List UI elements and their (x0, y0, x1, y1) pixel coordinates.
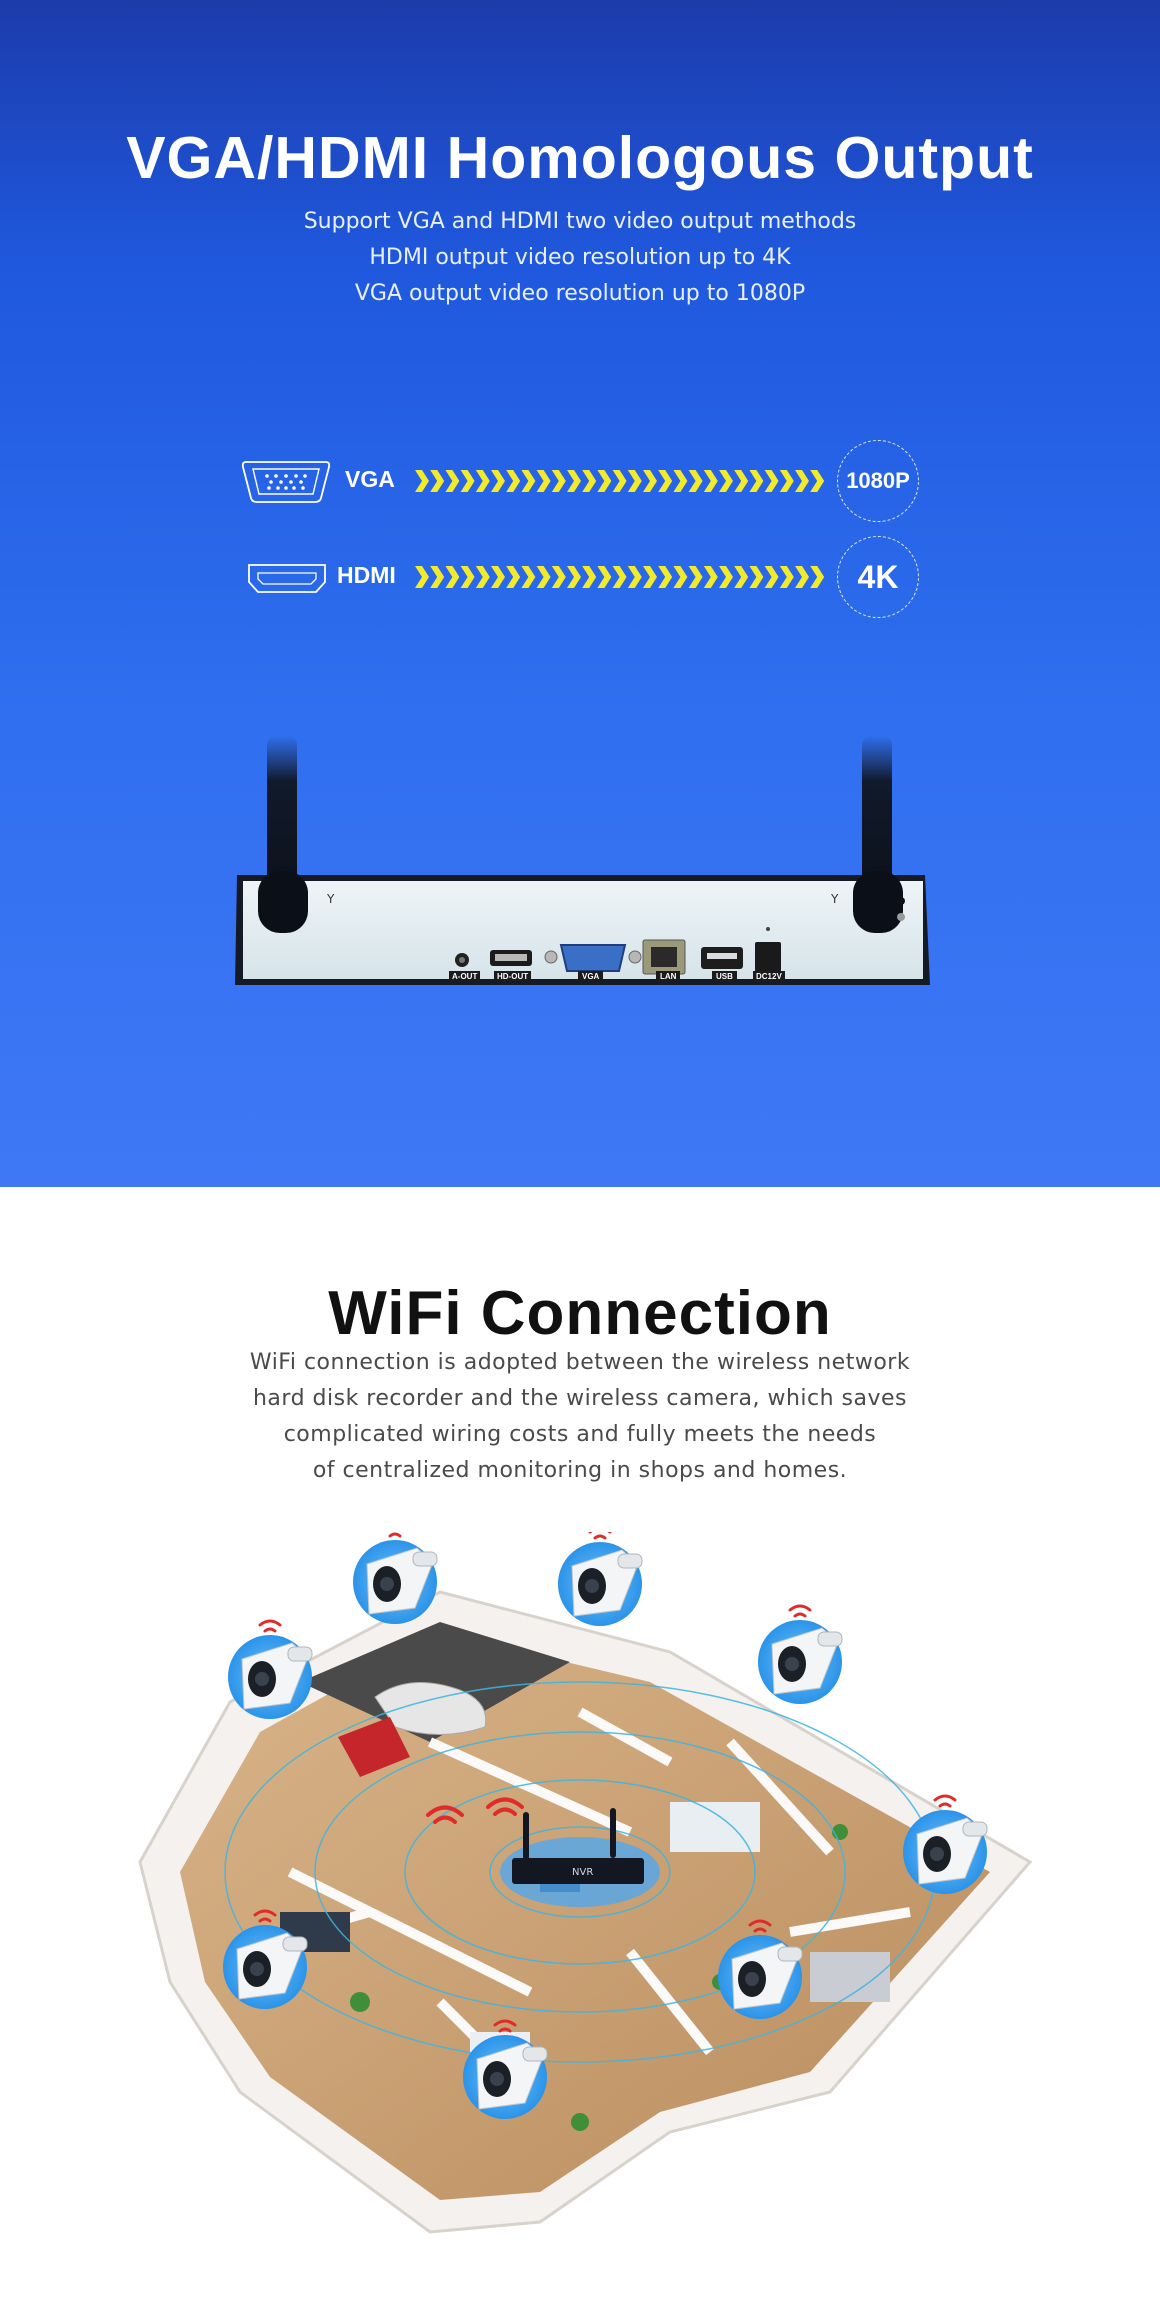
chevron-arrow-icon (627, 470, 642, 492)
chevron-arrow-icon (506, 566, 521, 588)
chevron-arrow-icon (658, 566, 673, 588)
chevron-arrow-icon (673, 470, 688, 492)
chevron-arrow-icon (612, 470, 627, 492)
port-label-vga: VGA (578, 971, 604, 982)
chevron-arrow-icon (415, 470, 429, 492)
chevron-arrow-icon (749, 566, 764, 588)
vga-chevron-arrows (415, 470, 825, 492)
chevron-arrow-icon (643, 566, 657, 588)
hdmi-output-row: HDMI 4K (240, 536, 930, 618)
port-label-dc12v: DC12V (753, 971, 785, 982)
chevron-arrow-icon (612, 566, 627, 588)
chevron-arrow-icon (415, 566, 429, 588)
svg-text:Y: Y (326, 892, 335, 906)
chevron-arrow-icon (506, 470, 521, 492)
vga-resolution-badge: 1080P (837, 440, 919, 522)
chevron-arrow-icon (430, 470, 445, 492)
wireless-camera-icon (228, 1619, 313, 1719)
chevron-arrow-icon (597, 470, 612, 492)
chevron-arrow-icon (475, 566, 490, 588)
chevron-arrow-icon (491, 566, 505, 588)
wifi-description-line: hard disk recorder and the wireless came… (252, 1386, 907, 1411)
chevron-arrow-icon (779, 566, 794, 588)
wireless-camera-icon (463, 2019, 548, 2119)
chevron-arrow-icon (734, 566, 749, 588)
port-label-lan: LAN (656, 971, 681, 982)
wireless-camera-icon (903, 1794, 988, 1894)
vga-label: VGA (345, 466, 395, 492)
chevron-arrow-icon (567, 470, 581, 492)
chevron-arrow-icon (536, 470, 551, 492)
output-subtitle-line: Support VGA and HDMI two video output me… (303, 209, 857, 234)
chevron-arrow-icon (582, 470, 597, 492)
wireless-camera-icon (758, 1604, 843, 1704)
chevron-arrow-icon (460, 566, 475, 588)
chevron-arrow-icon (795, 470, 809, 492)
wifi-description-line: of centralized monitoring in shops and h… (312, 1458, 848, 1483)
wireless-camera-icon (223, 1909, 308, 2009)
wifi-description-line: complicated wiring costs and fully meets… (283, 1422, 877, 1447)
chevron-arrow-icon (673, 566, 688, 588)
chevron-arrow-icon (551, 566, 566, 588)
chevron-arrow-icon (688, 566, 703, 588)
wireless-camera-icon (353, 1532, 438, 1624)
chevron-arrow-icon (734, 470, 749, 492)
chevron-arrow-icon (551, 470, 566, 492)
chevron-arrow-icon (810, 470, 825, 492)
chevron-arrow-icon (536, 566, 551, 588)
chevron-arrow-icon (779, 470, 794, 492)
chevron-arrow-icon (430, 566, 445, 588)
chevron-arrow-icon (460, 470, 475, 492)
house-wifi-illustration: NVR (138, 1532, 1033, 2234)
hdmi-resolution-badge: 4K (837, 536, 919, 618)
wireless-camera-icon (558, 1532, 643, 1626)
port-label-hdout: HD-OUT (494, 971, 532, 982)
output-title: VGA/HDMI Homologous Output (126, 125, 1034, 191)
chevron-arrow-icon (475, 470, 490, 492)
wifi-title: WiFi Connection (328, 1279, 832, 1348)
output-subtitle-line: VGA output video resolution up to 1080P (354, 281, 806, 306)
vga-port-icon (241, 461, 331, 503)
chevron-arrow-icon (597, 566, 612, 588)
chevron-arrow-icon (643, 470, 657, 492)
hdmi-chevron-arrows (415, 566, 825, 588)
chevron-arrow-icon (795, 566, 809, 588)
chevron-arrow-icon (688, 470, 703, 492)
wireless-camera-icon (718, 1919, 803, 2019)
chevron-arrow-icon (567, 566, 581, 588)
chevron-arrow-icon (719, 566, 733, 588)
output-subtitle-line: HDMI output video resolution up to 4K (369, 245, 791, 270)
chevron-arrow-icon (627, 566, 642, 588)
nvr-text: NVR (572, 1867, 593, 1878)
chevron-arrow-icon (521, 566, 536, 588)
wifi-description: WiFi connection is adopted between the w… (0, 1345, 1160, 1489)
chevron-arrow-icon (445, 566, 460, 588)
output-section: VGA/HDMI Homologous Output Support VGA a… (0, 0, 1160, 1187)
port-label-aout: A-OUT (449, 971, 481, 982)
chevron-arrow-icon (658, 470, 673, 492)
chevron-arrow-icon (749, 470, 764, 492)
chevron-arrow-icon (764, 566, 779, 588)
chevron-arrow-icon (764, 470, 779, 492)
chevron-arrow-icon (582, 566, 597, 588)
wifi-description-line: WiFi connection is adopted between the w… (249, 1350, 911, 1375)
hdmi-label: HDMI (337, 562, 396, 588)
chevron-arrow-icon (810, 566, 825, 588)
nvr-rear-panel-image: Y Y (235, 735, 930, 985)
hdmi-port-icon (248, 564, 326, 593)
output-subtitle: Support VGA and HDMI two video output me… (0, 204, 1160, 312)
svg-text:Y: Y (830, 892, 839, 906)
vga-output-row: VGA 1080P (240, 440, 930, 522)
chevron-arrow-icon (445, 470, 460, 492)
port-label-usb: USB (712, 971, 737, 982)
chevron-arrow-icon (491, 470, 505, 492)
chevron-arrow-icon (719, 470, 733, 492)
chevron-arrow-icon (703, 566, 718, 588)
chevron-arrow-icon (703, 470, 718, 492)
chevron-arrow-icon (521, 470, 536, 492)
wifi-section: WiFi Connection WiFi connection is adopt… (0, 1187, 1160, 2302)
